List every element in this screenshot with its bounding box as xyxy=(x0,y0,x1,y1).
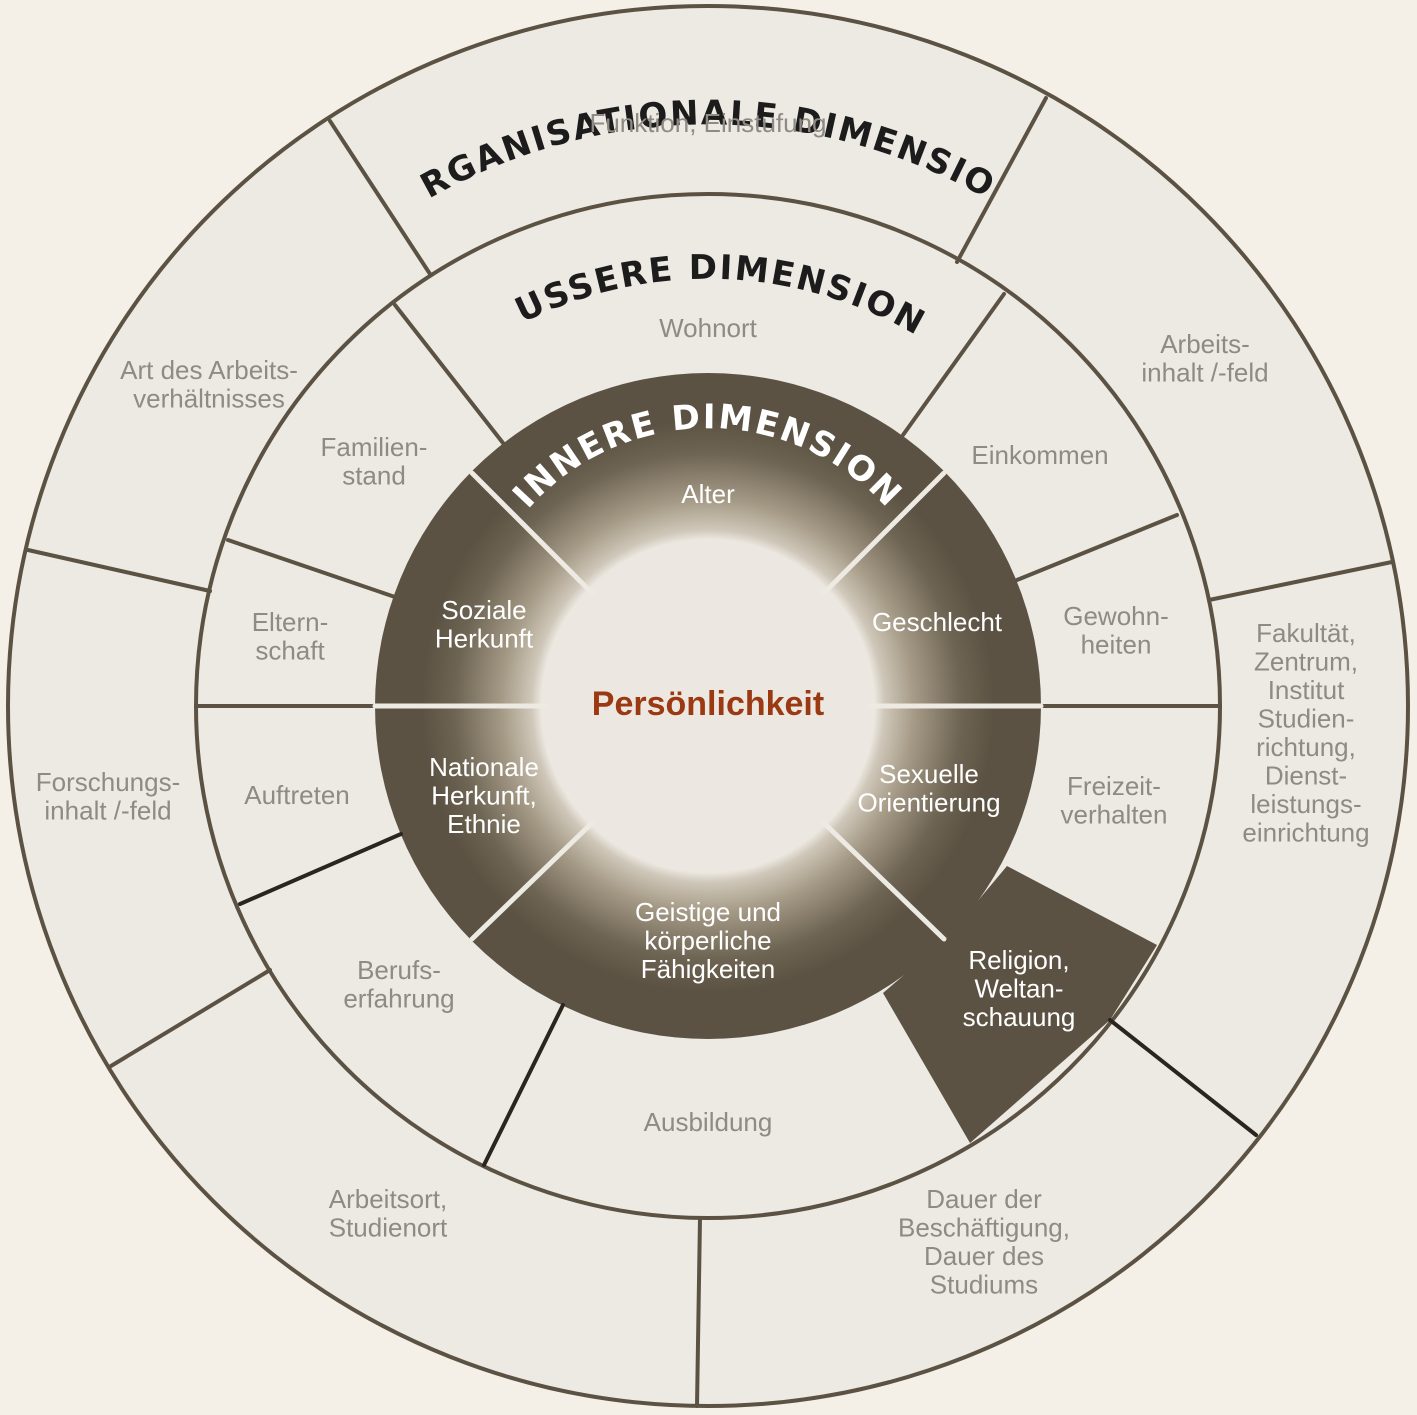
label-einkommen: Einkommen xyxy=(971,440,1108,470)
center-label: Persönlichkeit xyxy=(592,685,824,723)
label-alter: Alter xyxy=(681,479,735,509)
label-familienstand: Familien-stand xyxy=(321,432,428,491)
label-forschungsinhalt: Forschungs-inhalt /-feld xyxy=(36,767,181,826)
label-funktion: Funktion, Einstufung xyxy=(589,108,826,138)
label-freizeitverhalten: Freizeit-verhalten xyxy=(1061,771,1168,830)
label-geschlecht: Geschlecht xyxy=(872,607,1003,637)
religion-segment xyxy=(883,866,1157,1143)
label-elternschaft: Eltern-schaft xyxy=(252,607,329,666)
inner-dividers xyxy=(372,470,1044,942)
label-auftreten: Auftreten xyxy=(244,780,350,810)
label-religion: Religion,Weltan-schauung xyxy=(963,945,1076,1032)
label-berufserfahrung: Berufs-erfahrung xyxy=(343,955,454,1014)
label-arbeitsort: Arbeitsort,Studienort xyxy=(329,1184,448,1243)
label-arbeitsinhalt: Arbeits-inhalt /-feld xyxy=(1141,329,1268,388)
outer-dividers xyxy=(196,292,1220,1167)
label-gewohnheiten: Gewohn-heiten xyxy=(1063,601,1169,660)
label-arbeitsverhaeltnis: Art des Arbeits-verhältnisses xyxy=(120,355,298,414)
organisational-dividers xyxy=(26,96,1394,1408)
label-wohnort: Wohnort xyxy=(659,313,758,343)
label-ausbildung: Ausbildung xyxy=(644,1107,773,1137)
